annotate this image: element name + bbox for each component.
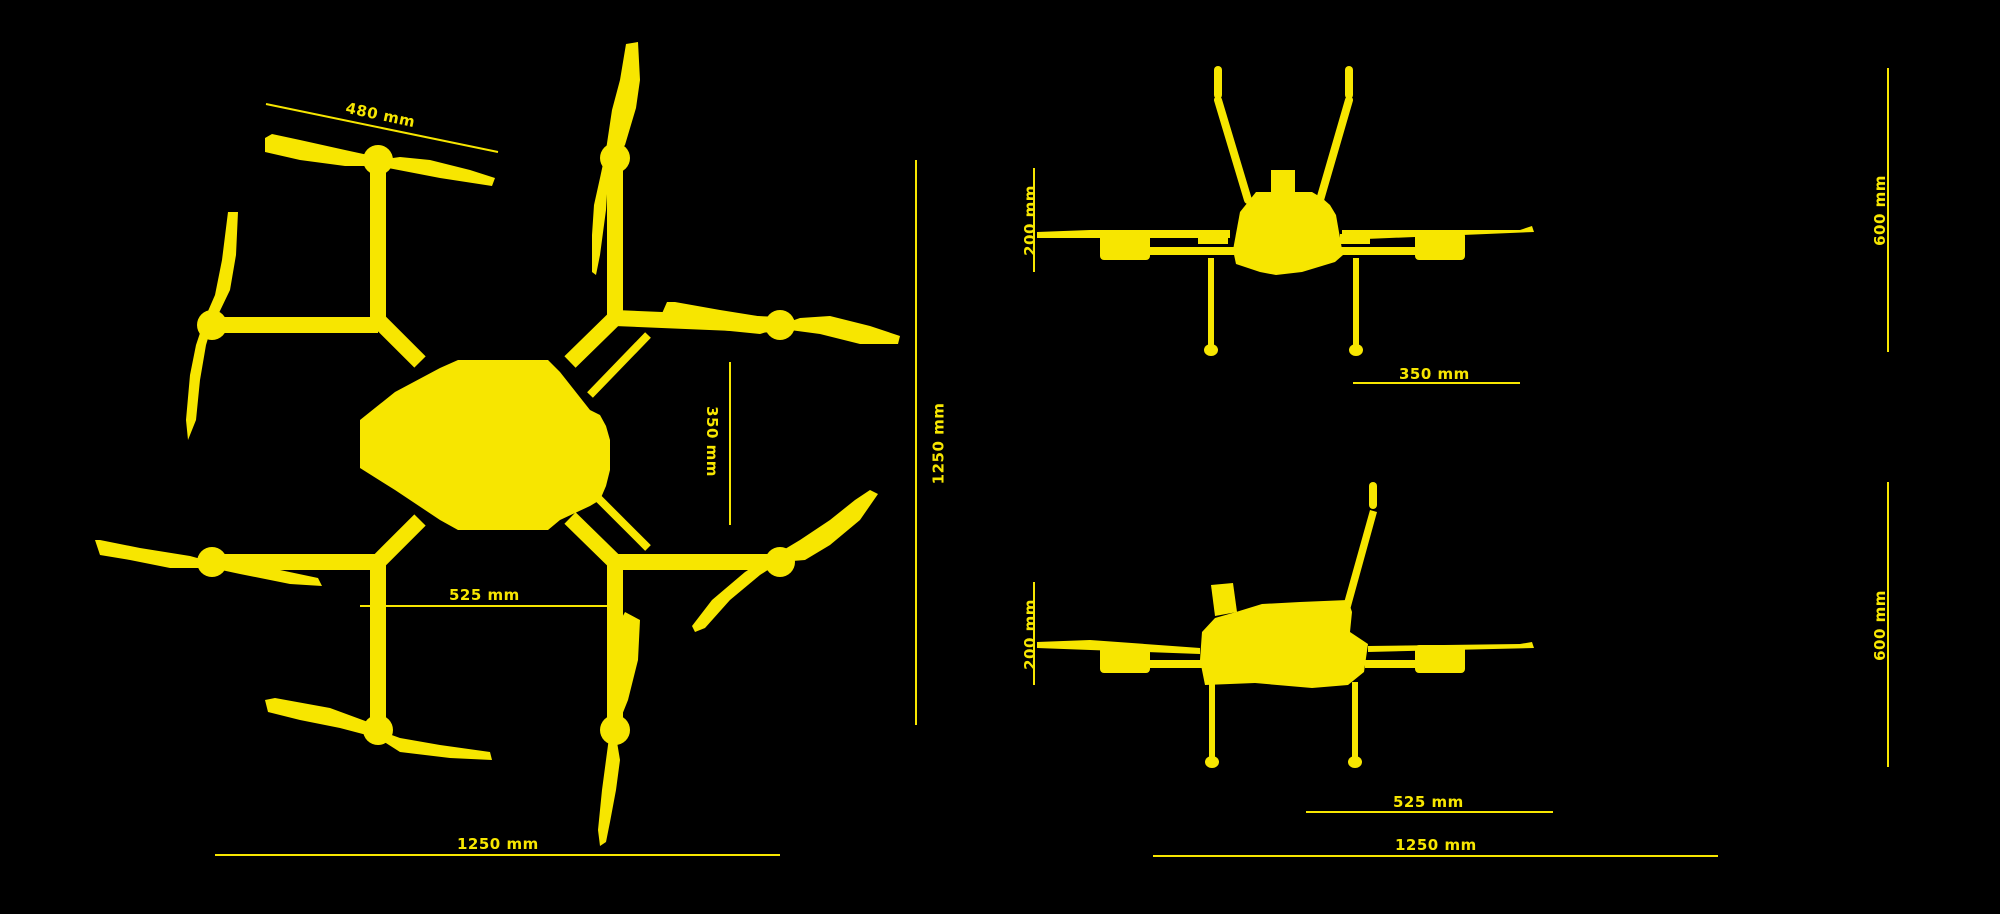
label-overall-width: 1250 mm	[457, 835, 539, 853]
label-front-leg-spacing: 350 mm	[1399, 365, 1470, 383]
label-side-overall-length: 1250 mm	[1395, 836, 1477, 854]
label-overall-length: 1250 mm	[929, 402, 948, 485]
top-view-dimension-lines	[215, 103, 917, 856]
label-arm-spacing: 350 mm	[702, 406, 721, 477]
label-front-overall-height: 600 mm	[1870, 175, 1889, 246]
label-side-body-height: 200 mm	[1020, 599, 1039, 670]
label-motor-spacing: 525 mm	[449, 586, 520, 604]
side-view-drone	[1037, 482, 1534, 768]
dim-line-propeller	[265, 103, 499, 153]
label-side-overall-height: 600 mm	[1870, 590, 1889, 661]
top-view-drone	[95, 42, 900, 846]
label-front-body-height: 200 mm	[1020, 185, 1039, 256]
side-view-dimension-lines	[1033, 482, 1889, 857]
top-view-body	[360, 360, 610, 530]
label-side-leg-spacing: 525 mm	[1393, 793, 1464, 811]
top-view-propellers	[95, 42, 900, 846]
front-view-dimension-lines	[1033, 68, 1889, 384]
front-view-drone	[1037, 66, 1534, 356]
